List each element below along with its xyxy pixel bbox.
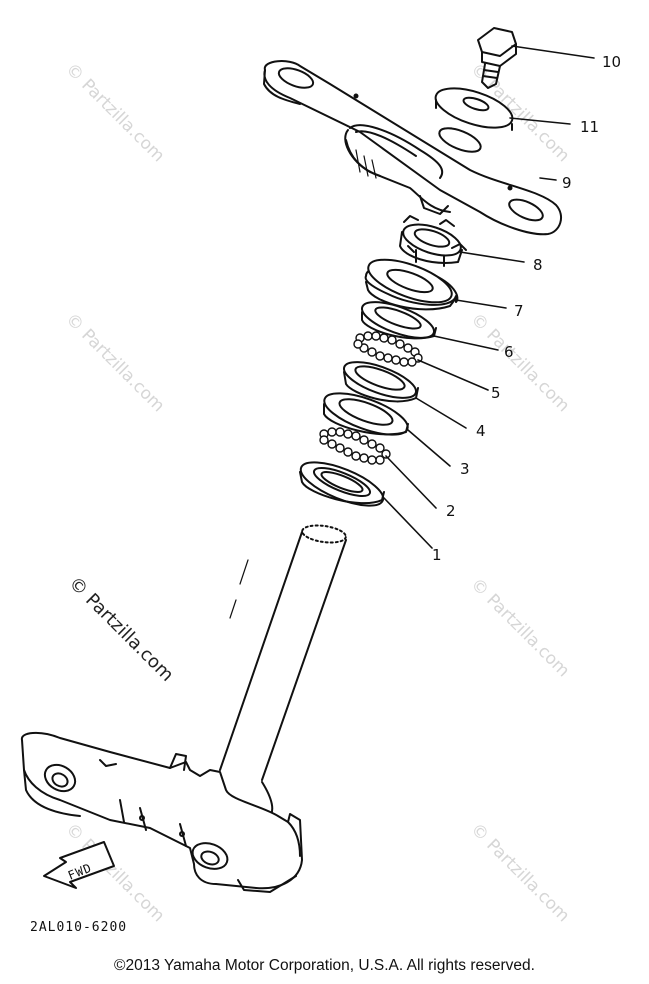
- upper-cup-part: [343, 361, 419, 403]
- ring-nut-part: [399, 215, 467, 267]
- callout-label: 5: [491, 384, 501, 402]
- washer-part: [434, 87, 514, 131]
- watermark: © Partzilla.com: [61, 59, 168, 166]
- watermark: © Partzilla.com: [466, 309, 573, 416]
- callout-label: 2: [446, 502, 456, 520]
- callout-label: 10: [602, 53, 621, 71]
- callout-label: 3: [460, 460, 470, 478]
- lower-bracket-part: [20, 732, 303, 893]
- callout-label: 6: [504, 343, 514, 361]
- callout-label: 9: [562, 174, 572, 192]
- upper-bearing-balls-part: [353, 331, 423, 367]
- lower-cup-part: [323, 392, 409, 436]
- lower-race-part: [299, 461, 385, 507]
- callout-label: 8: [533, 256, 543, 274]
- callout-labels: 10 11 9 8 7 6 5 4 3 2 1: [432, 53, 621, 564]
- lower-bearing-balls-part: [319, 427, 391, 465]
- leader-lines: [383, 45, 595, 549]
- copyright-notice: ©2013 Yamaha Motor Corporation, U.S.A. A…: [114, 957, 535, 974]
- drawing-code: 2AL010-6200: [30, 920, 127, 935]
- callout-label: 11: [580, 118, 599, 136]
- watermark-dark: © Partzilla.com: [64, 573, 177, 686]
- callout-label: 1: [432, 546, 442, 564]
- watermark: © Partzilla.com: [466, 574, 573, 681]
- watermark: © Partzilla.com: [466, 819, 573, 926]
- callout-label: 4: [476, 422, 486, 440]
- upper-bracket-part: [263, 60, 563, 236]
- fwd-arrow-icon: [43, 841, 115, 889]
- callout-label: 7: [514, 302, 524, 320]
- bolt-part: [477, 27, 517, 89]
- watermark: © Partzilla.com: [61, 309, 168, 416]
- dust-seal-part: [364, 258, 459, 311]
- upper-race-part: [361, 301, 437, 340]
